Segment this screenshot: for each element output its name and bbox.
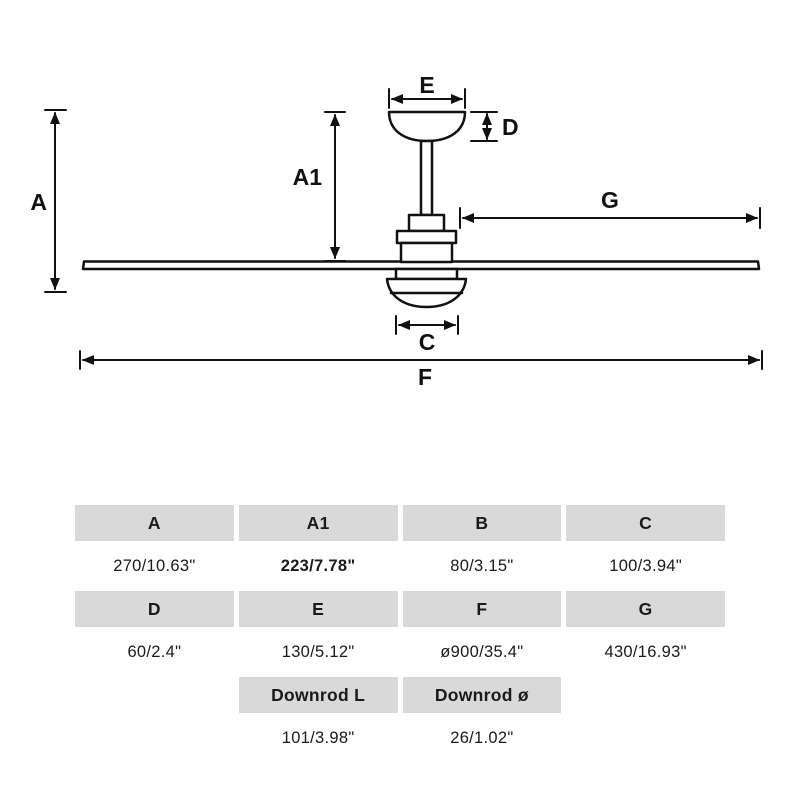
table-value-D: 60/2.4": [75, 631, 234, 673]
table-value-G: 430/16.93": [566, 631, 725, 673]
table-header-A1: A1: [238, 505, 398, 541]
table-value-F: ø900/35.4": [402, 631, 562, 673]
label-C: C: [419, 329, 436, 355]
ceiling-canopy: [387, 110, 467, 143]
table-value-C: 100/3.94": [566, 545, 725, 587]
table-value-A1: 223/7.78": [238, 545, 398, 587]
label-D: D: [502, 114, 519, 140]
table-value-B: 80/3.15": [402, 545, 562, 587]
dimension-A: [44, 109, 67, 293]
table-header-C: C: [566, 505, 725, 541]
table-header-A: A: [75, 505, 234, 541]
table-spacer: [75, 677, 234, 713]
table-value-downrod-dia: 26/1.02": [402, 717, 562, 759]
table-header-E: E: [238, 591, 398, 627]
table-spacer: [75, 717, 234, 759]
table-header-F: F: [402, 591, 562, 627]
table-header-downrod-dia: Downrod ø: [402, 677, 562, 713]
light-kit: [385, 267, 468, 309]
fan-diagram-svg: E D A1 A G C F: [30, 72, 763, 390]
dimension-A1: [324, 111, 346, 262]
motor-housing: [395, 213, 458, 264]
table-header-D: D: [75, 591, 234, 627]
table-spacer: [566, 717, 725, 759]
table-header-B: B: [402, 505, 562, 541]
dimension-E: [388, 88, 466, 109]
table-header-G: G: [566, 591, 725, 627]
label-A: A: [30, 189, 47, 215]
dimension-D: [470, 111, 498, 142]
table-value-A: 270/10.63": [75, 545, 234, 587]
table-value-E: 130/5.12": [238, 631, 398, 673]
table-spacer: [566, 677, 725, 713]
dimension-F: [79, 350, 763, 370]
label-E: E: [419, 72, 434, 98]
label-G: G: [601, 187, 619, 213]
table-value-downrod-l: 101/3.98": [238, 717, 398, 759]
label-A1: A1: [293, 164, 323, 190]
dimension-G: [459, 207, 761, 229]
label-F: F: [418, 364, 432, 390]
dimension-C: [395, 315, 459, 335]
fan-dimension-diagram: E D A1 A G C F: [30, 72, 763, 390]
fan-blades: [81, 260, 761, 271]
downrod: [419, 139, 434, 217]
dimension-table: A A1 B C 270/10.63" 223/7.78" 80/3.15" 1…: [75, 505, 725, 759]
table-header-downrod-l: Downrod L: [238, 677, 398, 713]
